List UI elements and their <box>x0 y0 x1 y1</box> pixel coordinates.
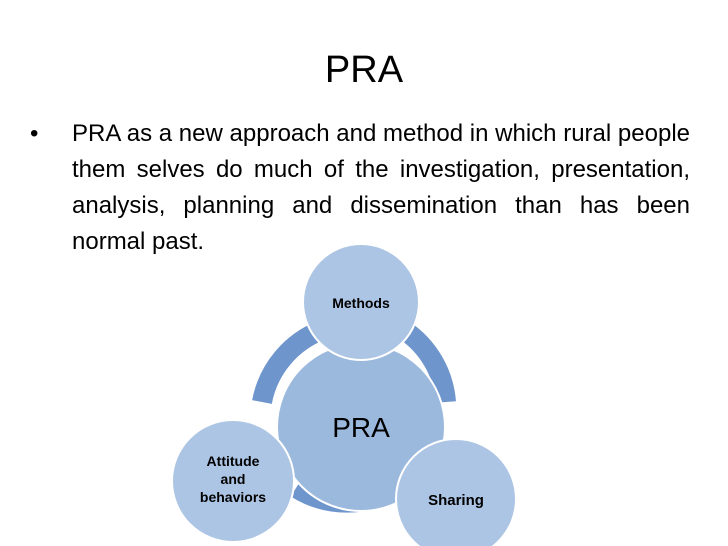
node-sharing <box>395 438 517 546</box>
bullet-marker: • <box>30 120 39 147</box>
node-attitude-label-line2: and <box>221 471 246 487</box>
node-attitude-label-line3: behaviors <box>200 489 266 505</box>
slide-title: PRA <box>324 49 404 91</box>
bullet-text: PRA as a new approach and method in whic… <box>72 120 690 255</box>
bullet-item: • PRA as a new approach and method in wh… <box>30 116 690 260</box>
node-attitude <box>171 419 295 543</box>
node-methods <box>302 243 420 361</box>
node-sharing-label: Sharing <box>428 492 484 509</box>
node-methods-label: Methods <box>332 295 390 311</box>
node-attitude-label-line1: Attitude <box>207 453 260 469</box>
center-label: PRA <box>332 412 390 443</box>
connector-arc-top-right <box>398 321 456 404</box>
